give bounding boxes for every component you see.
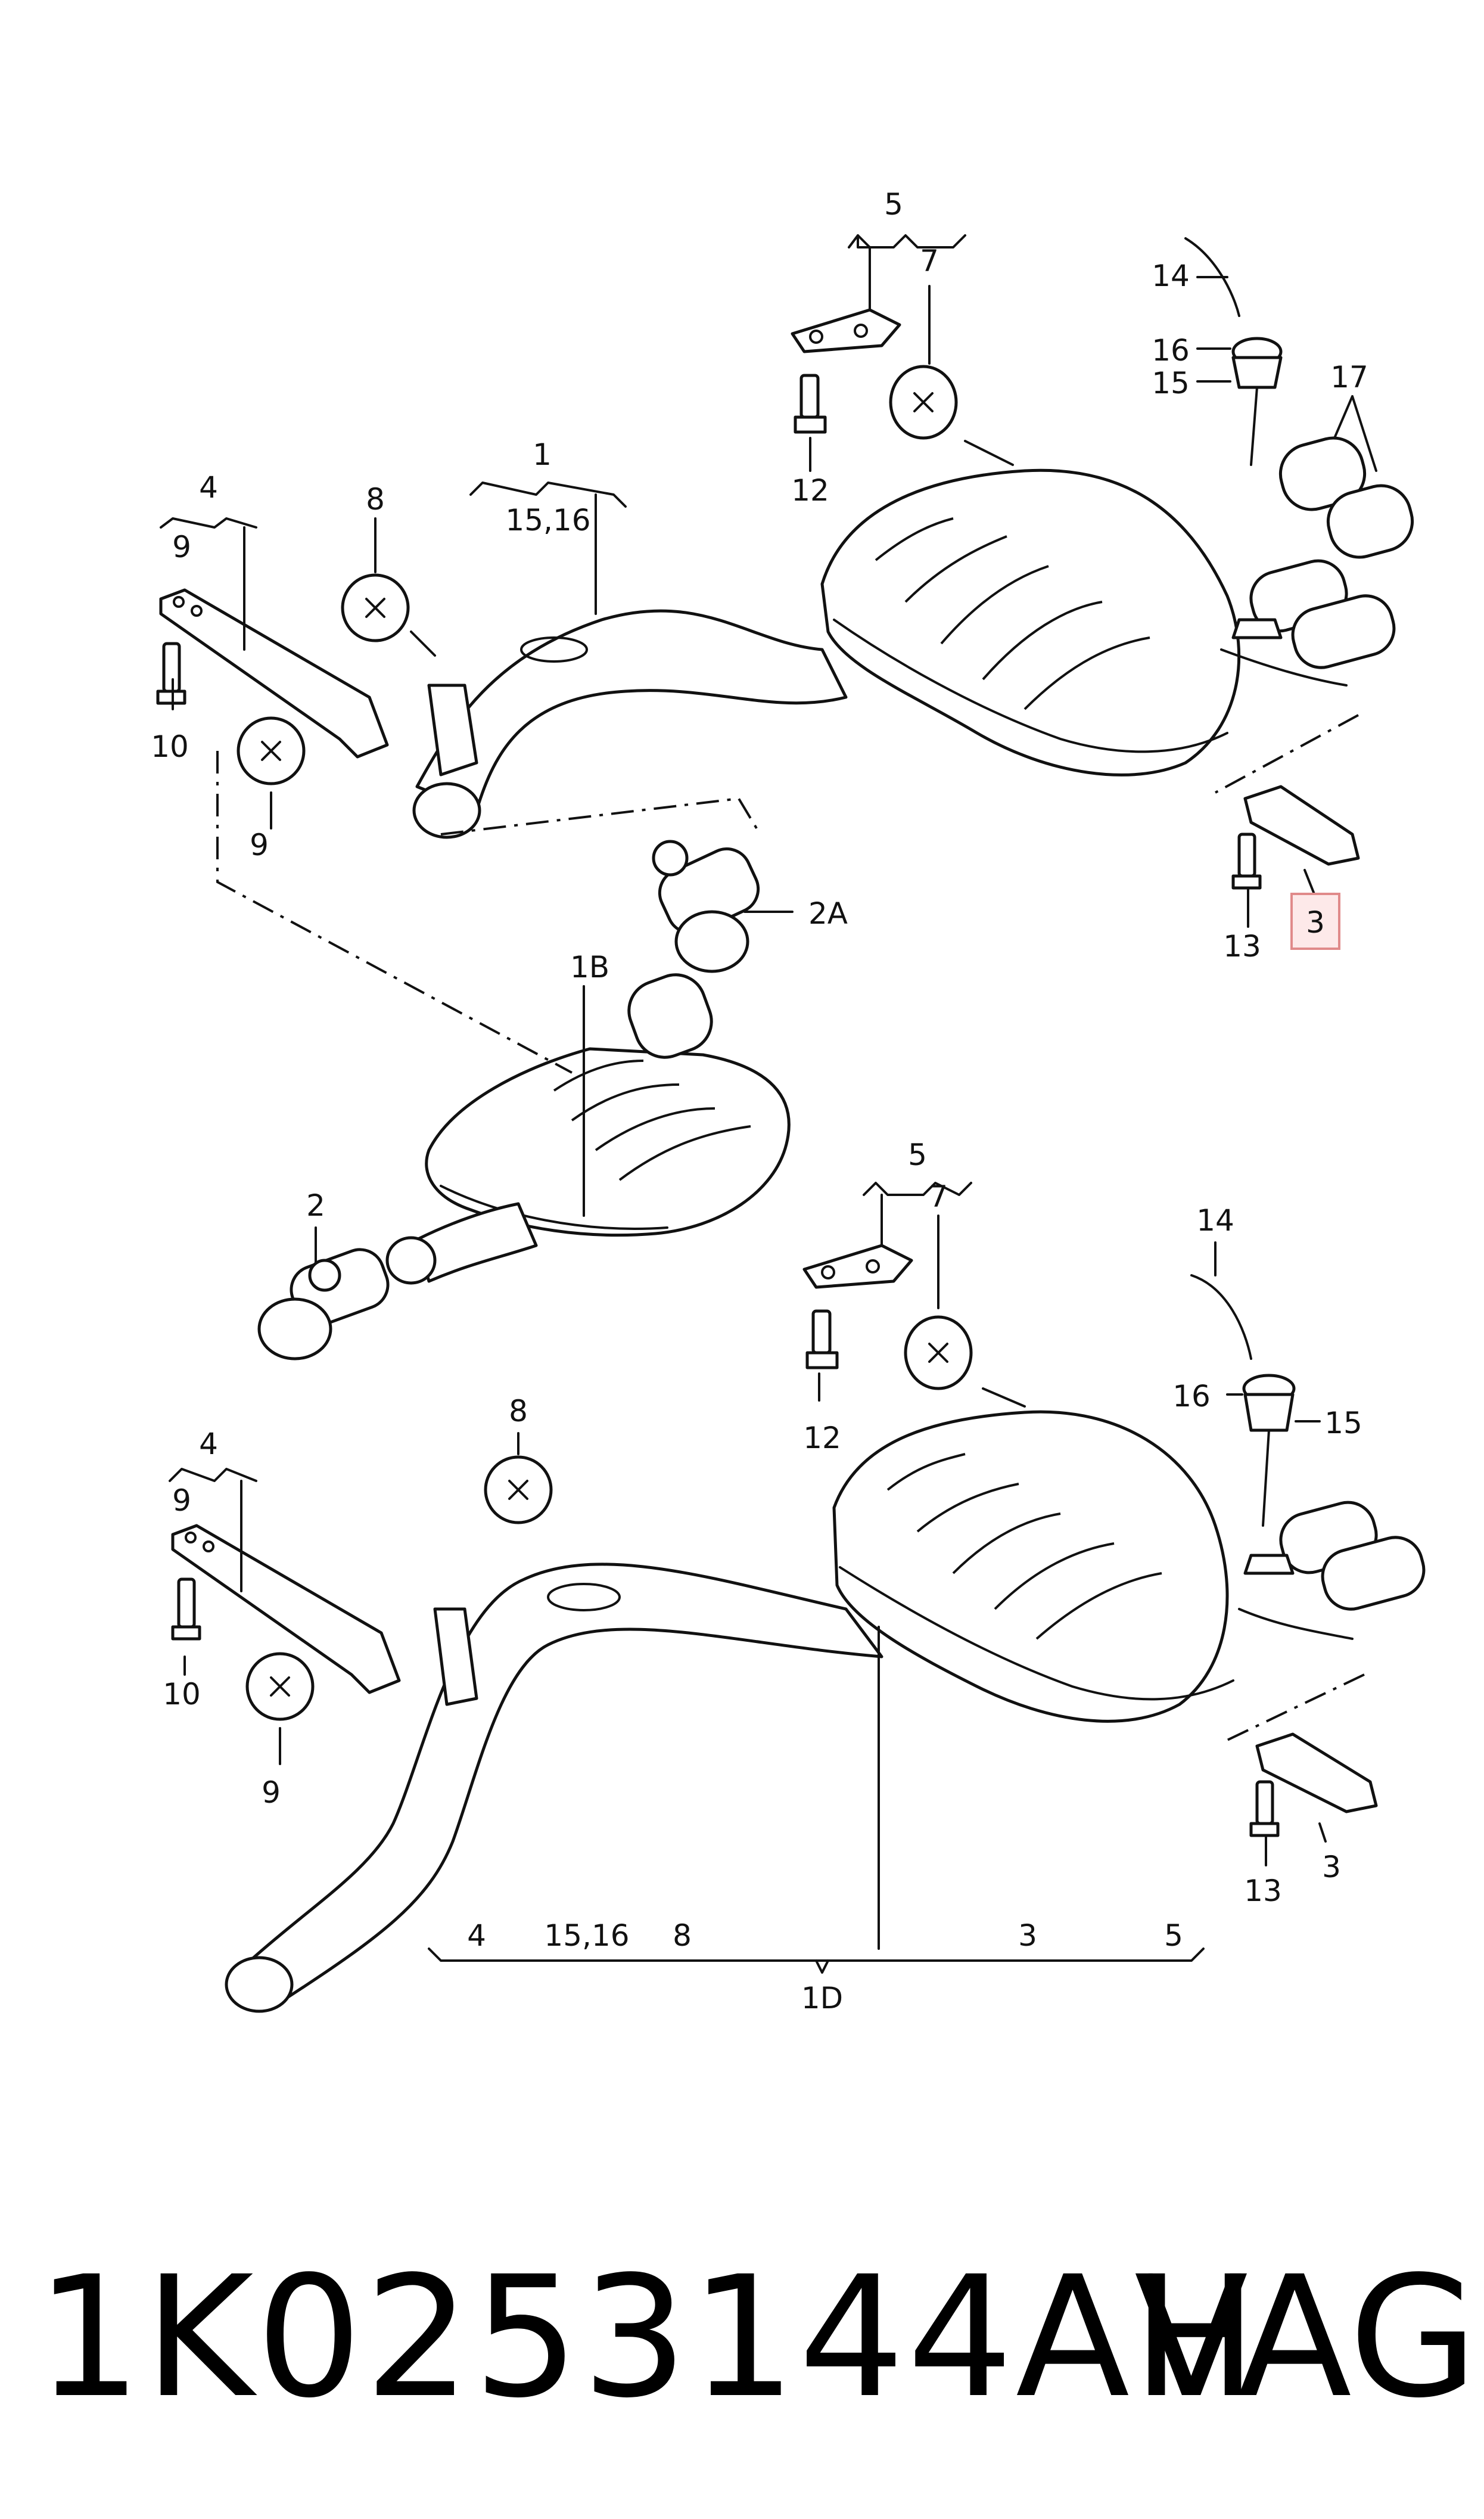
- callout-2: 2: [306, 1188, 325, 1223]
- callout-7-top: 7: [920, 244, 939, 278]
- exhaust-parts-diagram: 5 7 14 16 15 17 1 15,16 4 9 8 12 10 9 2A…: [151, 187, 1426, 2015]
- hanger-bracket-bottom: [802, 1244, 1026, 1408]
- clamp-2a: [652, 840, 760, 973]
- set-label-3: 3: [1018, 1918, 1037, 1953]
- set-label-8: 8: [673, 1918, 692, 1953]
- callout-9-bottom-a: 9: [172, 1483, 191, 1518]
- center-silencer-1b: [257, 973, 791, 1361]
- callout-12-bottom: 12: [803, 1421, 841, 1455]
- callout-15-16-top: 15,16: [505, 503, 590, 538]
- bracket-rail-bottom: [171, 1455, 553, 1721]
- callout-4-top: 4: [199, 470, 218, 505]
- leader-lines: [160, 234, 1377, 1974]
- rear-silencer-top: [820, 436, 1414, 776]
- brand-name: VAG: [1134, 2241, 1478, 2435]
- callout-labels-bottom: 5 7 14 12 16 15 8 4 9 10 9 13 3: [163, 1138, 1362, 1908]
- clamp-bracket-3-top: [1231, 785, 1360, 890]
- callout-1-top: 1: [533, 437, 552, 472]
- rear-silencer-bottom: [832, 1410, 1426, 1723]
- bracket-rail-top: [156, 573, 436, 785]
- callout-13-bottom: 13: [1244, 1874, 1282, 1908]
- callout-9-top-b: 9: [250, 828, 269, 862]
- callout-4-bottom: 4: [199, 1427, 218, 1461]
- highlight-box-part-3: [1290, 893, 1340, 950]
- callout-2a: 2A: [808, 896, 848, 931]
- callout-15-top: 15: [1152, 366, 1190, 400]
- front-pipe-bottom: [225, 1563, 883, 2013]
- callout-14-bottom: 14: [1196, 1203, 1234, 1238]
- callout-5-top: 5: [884, 187, 903, 222]
- callout-8-bottom: 8: [509, 1394, 528, 1428]
- callout-3-bottom: 3: [1322, 1850, 1341, 1884]
- set-label-4: 4: [467, 1918, 486, 1953]
- callout-12-top: 12: [791, 473, 829, 508]
- sensor-parts-top: [1184, 237, 1283, 639]
- callout-10-bottom: 10: [163, 1677, 201, 1712]
- callout-labels-top: 5 7 14 16 15 17 1 15,16 4 9 8 12 10 9 2A…: [151, 187, 1368, 964]
- footer: 1K0253144AH VAG: [0, 2241, 1484, 2435]
- front-pipe-top: [412, 609, 848, 839]
- callout-7-bottom: 7: [929, 1179, 948, 1214]
- callout-17-top: 17: [1330, 360, 1368, 395]
- clamp-bracket-3-bottom: [1249, 1732, 1378, 1837]
- hanger-bracket-top: [791, 308, 1014, 466]
- set-label-1d: 1D: [801, 1981, 843, 2015]
- callout-16-bottom: 16: [1172, 1379, 1211, 1414]
- set-label-15-16: 15,16: [544, 1918, 629, 1953]
- set-bracket-labels: 4 15,16 8 3 5 1D: [467, 1918, 1183, 2015]
- callout-1b: 1B: [570, 950, 609, 984]
- callout-8-top: 8: [366, 482, 385, 517]
- callout-3-top: 3: [1306, 905, 1325, 940]
- callout-10-top: 10: [151, 729, 189, 764]
- callout-13-top: 13: [1223, 929, 1261, 964]
- part-number: 1K0253144AH: [36, 2241, 1260, 2435]
- callout-16-top: 16: [1152, 333, 1190, 368]
- callout-labels-middle: 1B 2: [306, 950, 609, 1223]
- set-label-5: 5: [1164, 1918, 1183, 1953]
- callout-14-top: 14: [1152, 259, 1190, 293]
- callout-9-top-a: 9: [172, 530, 191, 564]
- sensor-parts-bottom: [1190, 1274, 1296, 1575]
- callout-15-bottom: 15: [1324, 1406, 1362, 1440]
- callout-5-bottom: 5: [908, 1138, 927, 1172]
- callout-9-bottom-b: 9: [262, 1775, 281, 1810]
